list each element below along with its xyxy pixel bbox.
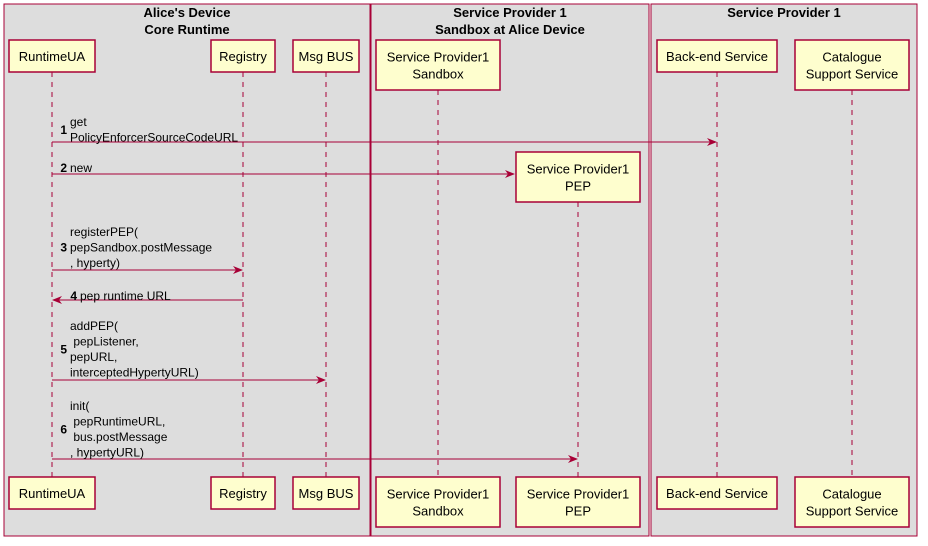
participant-box[interactable] (515, 476, 641, 528)
participant-label: Sandbox (412, 67, 464, 82)
participant-label: PEP (565, 504, 591, 519)
participant-label: Service Provider1 (527, 162, 630, 177)
box-sp1sandbox: Service Provider 1 Sandbox at Alice Devic… (370, 3, 650, 537)
participant-label: RuntimeUA (19, 486, 86, 501)
box-title: Sandbox at Alice Device (435, 22, 585, 37)
message-label: addPEP( (70, 319, 118, 333)
box-title: Alice's Device (144, 5, 231, 20)
participant-box[interactable] (656, 476, 778, 510)
message-label: pep runtime URL (80, 289, 171, 303)
message-label: get (70, 115, 87, 129)
participant-label: Support Service (806, 67, 899, 82)
participant-box[interactable] (210, 476, 276, 510)
participant-backend-top[interactable]: Back-end Service (656, 39, 778, 73)
message-label: interceptedHypertyURL) (70, 366, 199, 380)
participant-label: Back-end Service (666, 486, 768, 501)
participant-label: PEP (565, 179, 591, 194)
message-label: , hypertyURL) (70, 446, 144, 460)
participant-label: Back-end Service (666, 49, 768, 64)
participant-msgbus-top[interactable]: Msg BUS (292, 39, 360, 73)
participant-box[interactable] (375, 39, 501, 91)
message-label: bus.postMessage (70, 430, 168, 444)
box-background (650, 3, 918, 537)
message-label: new (70, 161, 92, 175)
participant-box[interactable] (794, 476, 910, 528)
box-background (370, 3, 650, 537)
participant-label: Service Provider1 (387, 50, 490, 65)
message-label: PolicyEnforcerSourceCodeURL (70, 131, 238, 145)
message-number: 6 (60, 422, 67, 436)
participant-box[interactable] (656, 39, 778, 73)
participant-box[interactable] (794, 39, 910, 91)
message-label: pepSandbox.postMessage (70, 241, 212, 255)
participant-label: Registry (219, 49, 267, 64)
box-title: Service Provider 1 (453, 5, 566, 20)
participant-label: Msg BUS (299, 486, 354, 501)
box-title: Service Provider 1 (727, 5, 840, 20)
participant-backend-bottom[interactable]: Back-end Service (656, 476, 778, 510)
participant-box[interactable] (292, 476, 360, 510)
participant-msgbus-bottom[interactable]: Msg BUS (292, 476, 360, 510)
participant-label: Support Service (806, 504, 899, 519)
participant-box[interactable] (8, 476, 96, 510)
message-label: pepURL, (70, 350, 117, 364)
message-number: 5 (60, 342, 67, 356)
participant-runtimeua-top[interactable]: RuntimeUA (8, 39, 96, 73)
message-label: registerPEP( (70, 225, 138, 239)
participant-label: Catalogue (822, 50, 881, 65)
message-label: init( (70, 399, 89, 413)
participant-box[interactable] (515, 151, 641, 203)
message-label: , hyperty) (70, 256, 120, 270)
participant-label: RuntimeUA (19, 49, 86, 64)
participant-label: Service Provider1 (527, 487, 630, 502)
participant-box[interactable] (292, 39, 360, 73)
participant-registry-top[interactable]: Registry (210, 39, 276, 73)
message-number: 1 (60, 123, 67, 137)
participant-box[interactable] (375, 476, 501, 528)
participant-label: Catalogue (822, 487, 881, 502)
participant-box[interactable] (210, 39, 276, 73)
participant-label: Service Provider1 (387, 487, 490, 502)
participant-runtimeua-bottom[interactable]: RuntimeUA (8, 476, 96, 510)
box-sp1: Service Provider 1 (650, 3, 918, 537)
message-label: pepRuntimeURL, (70, 415, 165, 429)
participant-registry-bottom[interactable]: Registry (210, 476, 276, 510)
participant-label: Registry (219, 486, 267, 501)
message-number: 3 (60, 241, 67, 255)
box-title: Core Runtime (144, 22, 229, 37)
message-label: pepListener, (70, 335, 139, 349)
participant-box[interactable] (8, 39, 96, 73)
message-number: 4 (70, 289, 77, 303)
participant-label: Sandbox (412, 504, 464, 519)
participant-label: Msg BUS (299, 49, 354, 64)
message-number: 2 (60, 161, 67, 175)
